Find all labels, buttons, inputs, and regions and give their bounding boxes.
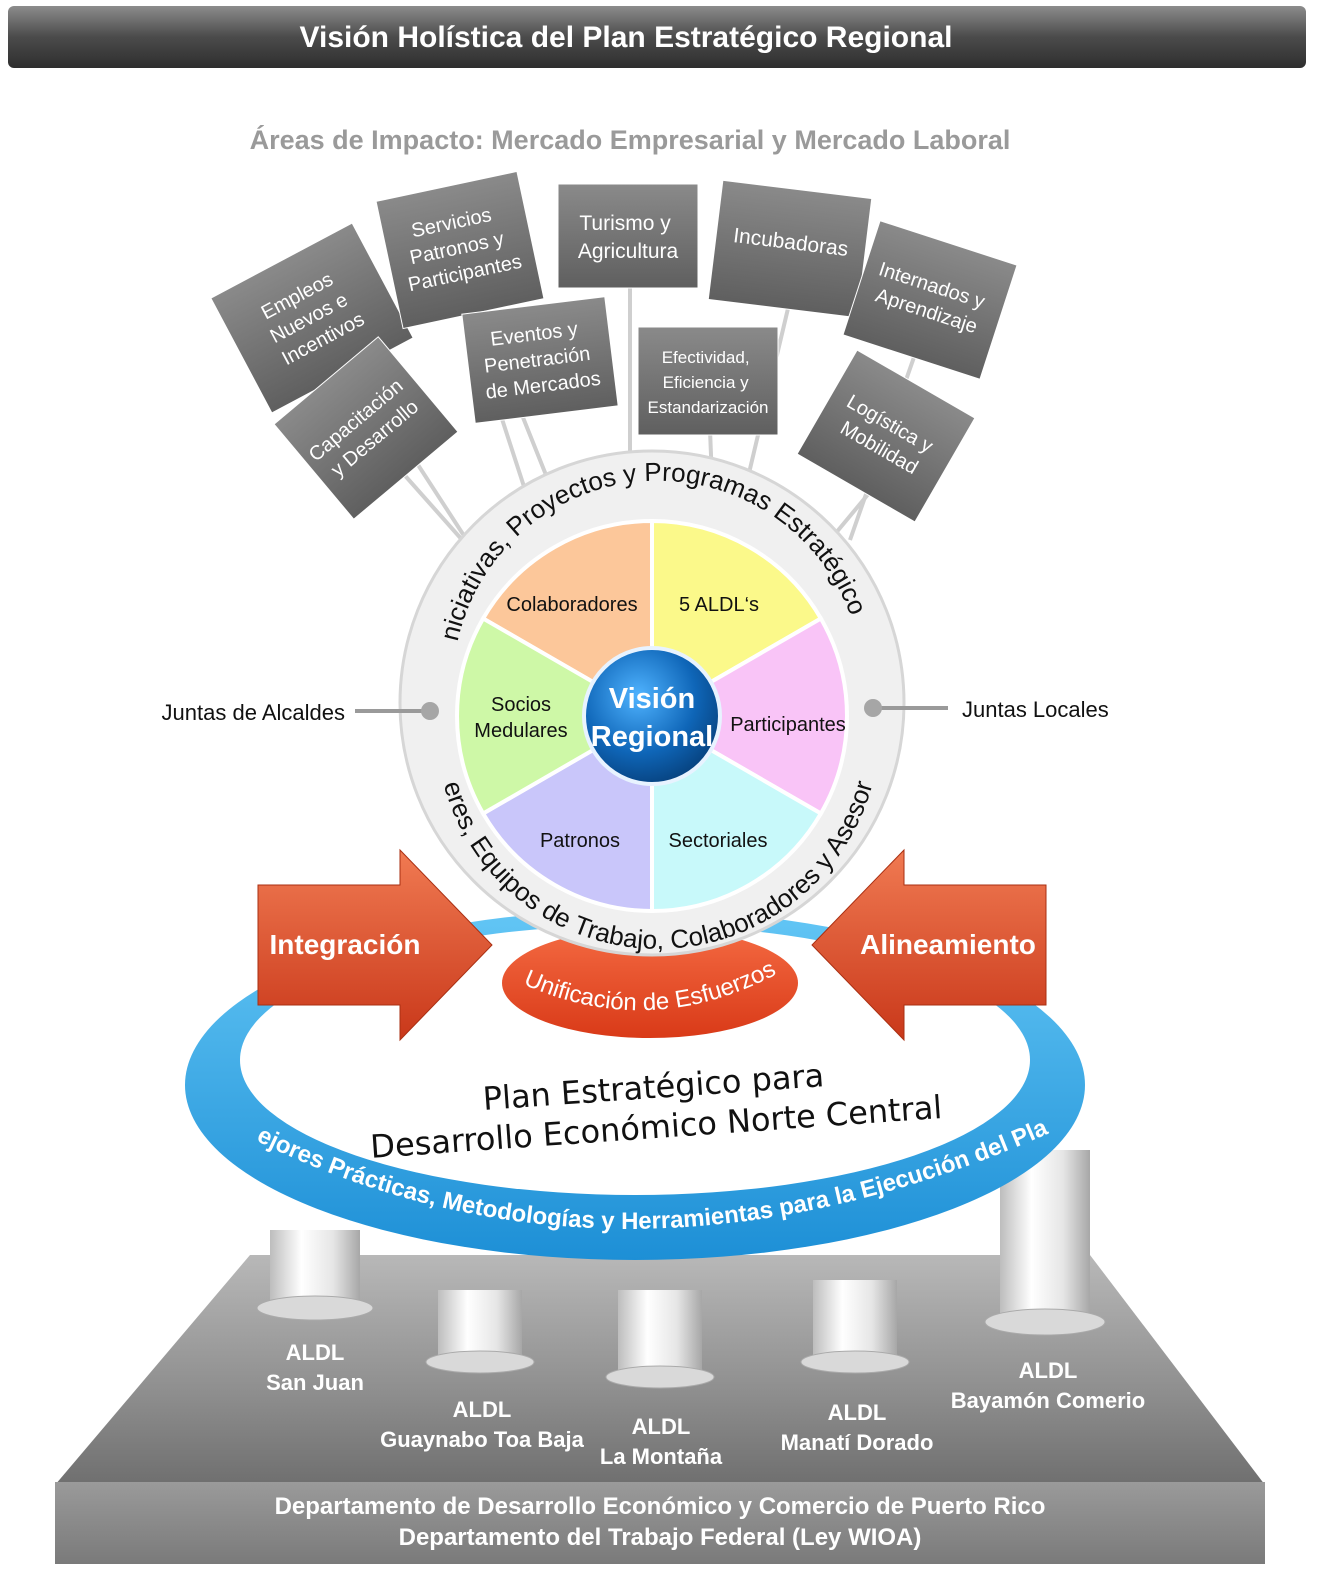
pillar-name: San Juan bbox=[266, 1370, 364, 1395]
wheel-segment-label: Sectoriales bbox=[669, 830, 768, 852]
svg-text:Turismo y Agricultura: Turismo y Agricultura bbox=[578, 212, 679, 263]
alignment-label: Alineamiento bbox=[860, 929, 1036, 960]
wheel-segment bbox=[647, 615, 849, 817]
impact-areas-subtitle: Áreas de Impacto: Mercado Empresarial y … bbox=[250, 124, 1011, 155]
impact-box-line: Estandarización bbox=[648, 398, 769, 417]
left-connector-dot bbox=[421, 702, 439, 720]
pillar-title: ALDL bbox=[286, 1340, 345, 1365]
footer-line-2: Departamento del Trabajo Federal (Ley WI… bbox=[399, 1524, 922, 1551]
footer-line-1: Departamento de Desarrollo Económico y C… bbox=[275, 1493, 1046, 1520]
wheel-segment-label-line: Medulares bbox=[474, 720, 567, 742]
pillar bbox=[425, 1290, 535, 1374]
wheel-segment-label: 5 ALDL‘s bbox=[679, 594, 759, 616]
mayors-boards-label: Juntas de Alcaldes bbox=[162, 700, 345, 725]
center-line-2: Regional bbox=[591, 721, 713, 753]
center-line-1: Visión bbox=[609, 683, 696, 715]
pillar-title: ALDL bbox=[632, 1414, 691, 1439]
pillar-title: ALDL bbox=[453, 1397, 512, 1422]
wheel-segment-label: Patronos bbox=[540, 830, 620, 852]
pillar-title: ALDL bbox=[828, 1400, 887, 1425]
impact-box: Servicios Patronos y Participantes bbox=[375, 170, 545, 330]
pillar bbox=[605, 1290, 715, 1389]
wheel-segment-label: Colaboradores bbox=[506, 594, 637, 616]
wheel-segment-label-line: Socios bbox=[491, 694, 551, 716]
impact-box: Internados y Aprendizaje bbox=[842, 220, 1018, 380]
impact-box-line: Eficiencia y bbox=[663, 373, 749, 392]
impact-box: Capacitación y Desarrollo bbox=[273, 336, 459, 520]
impact-box-line: Agricultura bbox=[578, 240, 679, 263]
impact-box: Logística y Mobilidad bbox=[796, 349, 976, 523]
wheel-segment-label: Participantes bbox=[730, 714, 846, 736]
impact-box: Incubadoras bbox=[707, 179, 873, 319]
alignment-arrow: Alineamiento bbox=[811, 848, 1047, 1042]
impact-box: Efectividad, Eficiencia y Estandarizació… bbox=[637, 326, 779, 436]
impact-box-line: Turismo y bbox=[579, 212, 671, 235]
integration-label: Integración bbox=[270, 929, 421, 960]
impact-box: Turismo y Agricultura bbox=[557, 183, 699, 289]
page-title: Visión Holística del Plan Estratégico Re… bbox=[300, 21, 953, 54]
right-connector-dot bbox=[864, 699, 882, 717]
footer-block bbox=[55, 1482, 1265, 1564]
pillar-title: ALDL bbox=[1019, 1358, 1078, 1383]
pillar-name: Manatí Dorado bbox=[781, 1430, 934, 1455]
pillar bbox=[256, 1230, 374, 1321]
pillar-name: Bayamón Comerio bbox=[951, 1388, 1145, 1413]
impact-box-line: Efectividad, bbox=[662, 348, 750, 367]
wheel-segment bbox=[455, 615, 657, 817]
unification-badge bbox=[502, 928, 798, 1038]
integration-arrow: Integración bbox=[257, 848, 493, 1042]
wheel-segment-labels: Colaboradores 5 ALDL‘sParticipantesSector… bbox=[474, 594, 846, 852]
center-vision-circle bbox=[582, 646, 722, 786]
pillar-name: La Montaña bbox=[600, 1444, 723, 1469]
svg-text:Efectividad, Eficiencia: Efectividad, Eficiencia y Estandarizació… bbox=[648, 348, 769, 417]
header-bar bbox=[8, 6, 1306, 68]
local-boards-label: Juntas Locales bbox=[962, 697, 1109, 722]
pillar bbox=[800, 1280, 910, 1374]
impact-box: Eventos y Penetración de Mercados bbox=[461, 296, 619, 424]
pillar-name: Guaynabo Toa Baja bbox=[380, 1427, 585, 1452]
